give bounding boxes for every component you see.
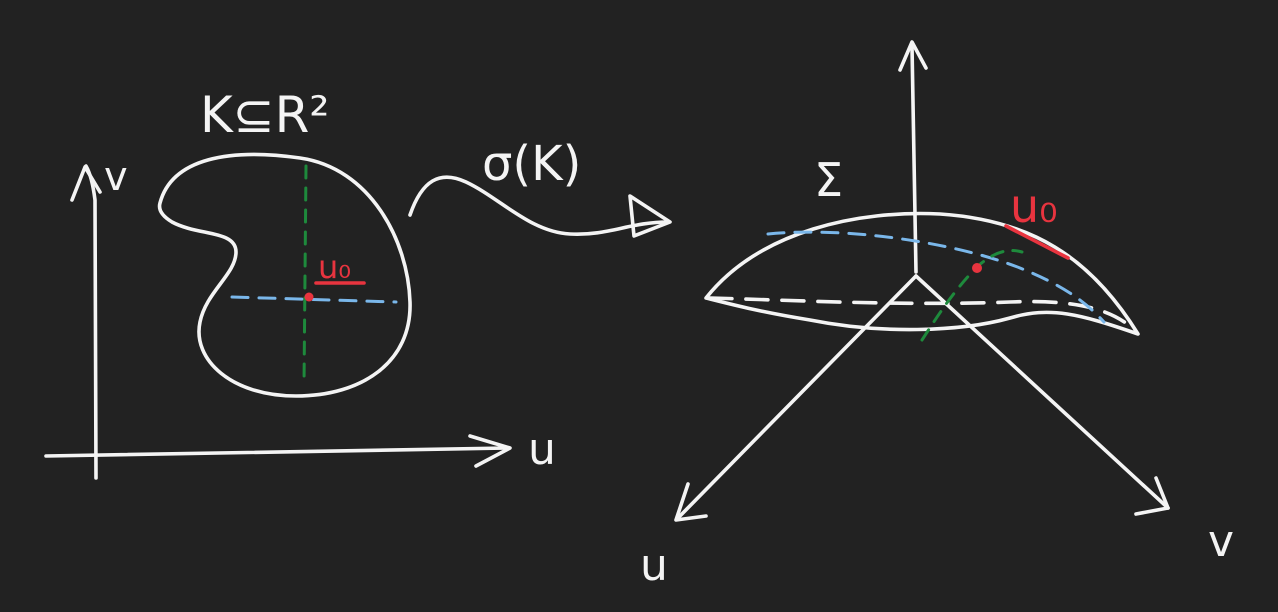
v-axis-3d: [914, 274, 1170, 510]
map-label: σ(K): [482, 136, 581, 192]
v-axis-3d-arrowhead: [1134, 476, 1170, 516]
domain-point-u0: [304, 292, 314, 302]
right-u0-underline: [1004, 224, 1070, 260]
left-point-label: u₀: [318, 248, 351, 286]
left-u-axis-label: u: [528, 424, 556, 475]
surface-point-u0: [972, 263, 982, 273]
domain-label: K⊆R²: [200, 86, 329, 144]
right-surface-3d: Σ u₀ u v: [640, 40, 1234, 591]
z-axis: [910, 44, 918, 274]
left-v-axis: [84, 164, 98, 480]
squiggle-arrowhead: [628, 194, 672, 238]
right-u-axis-label: u: [640, 540, 668, 591]
right-v-axis-label: v: [1208, 516, 1234, 567]
surface-u-curve: [766, 230, 1106, 324]
left-parameter-plane: K⊆R² v u u₀: [44, 86, 556, 480]
domain-u-line: [230, 295, 398, 304]
surface-hidden-edge: [708, 296, 1138, 334]
left-u-axis: [44, 446, 510, 458]
right-point-label: u₀: [1010, 179, 1058, 233]
left-v-axis-label: v: [104, 154, 128, 200]
left-v-axis-arrowhead: [70, 165, 102, 202]
squiggle-arrow: [408, 175, 670, 236]
left-u-axis-arrowhead: [468, 434, 512, 468]
z-axis-arrowhead: [898, 40, 928, 72]
surface-label: Σ: [814, 153, 843, 207]
u-axis-3d: [676, 274, 918, 520]
u-axis-3d-arrowhead: [674, 482, 708, 522]
domain-k-outline: [157, 152, 412, 398]
domain-v-line: [302, 164, 308, 387]
mapping-arrow: σ(K): [408, 136, 672, 238]
surface-outline: [704, 211, 1140, 336]
